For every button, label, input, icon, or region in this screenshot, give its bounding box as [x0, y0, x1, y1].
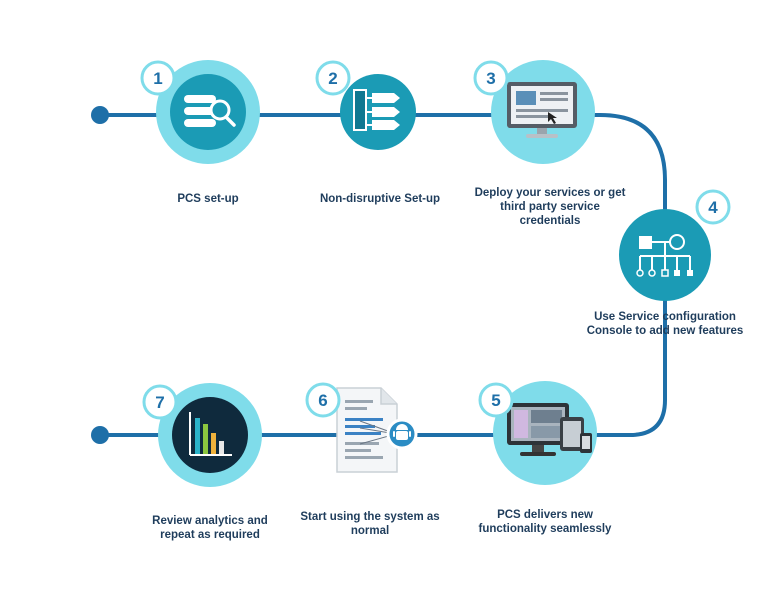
step-5-label: PCS delivers new functionality seamlessl… [478, 509, 612, 535]
step-3: 3 [473, 60, 595, 164]
flow-connector-line [100, 113, 667, 210]
step-2-label: Non-disruptive Set-up [319, 193, 441, 205]
monitor-icon [507, 82, 577, 138]
step-number-badge [478, 382, 514, 418]
step-number: 6 [318, 391, 327, 410]
step-number: 1 [153, 69, 162, 88]
step-5: 5 [478, 381, 597, 485]
step-number: 5 [491, 391, 500, 410]
step-4: 4 [619, 189, 731, 301]
step-number-badge [695, 189, 731, 225]
step-number-badge [315, 60, 351, 96]
step-7-label: Review analytics and repeat as required [152, 515, 268, 541]
hierarchy-tags-icon [353, 89, 400, 131]
step-number-badge [140, 60, 176, 96]
step-number: 7 [155, 393, 164, 412]
step-6-label: Start using the system as normal [300, 511, 440, 537]
org-chart-icon [636, 234, 693, 277]
flow-end-dot [91, 426, 109, 444]
step-number-badge [142, 384, 178, 420]
step-7: 7 [142, 383, 262, 487]
step-1-label: PCS set-up [177, 193, 239, 205]
bar-chart-icon [189, 412, 232, 456]
step-number: 3 [486, 69, 495, 88]
flow-start-dot [91, 106, 109, 124]
multi-device-icon [507, 403, 592, 456]
step-number-badge [305, 382, 341, 418]
step-number: 4 [708, 198, 718, 217]
flow-connector-line [100, 300, 667, 437]
step-number: 2 [328, 69, 337, 88]
step-number-badge [473, 60, 509, 96]
step-3-label: Deploy your services or get third party … [474, 187, 626, 227]
step-2: 2 [315, 60, 416, 150]
step-1: 1 [140, 60, 260, 164]
step-4-label: Use Service configuration Console to add… [586, 311, 744, 337]
step-6: 6 [305, 382, 418, 473]
document-android-icon [336, 387, 418, 473]
database-search-icon [184, 95, 236, 127]
